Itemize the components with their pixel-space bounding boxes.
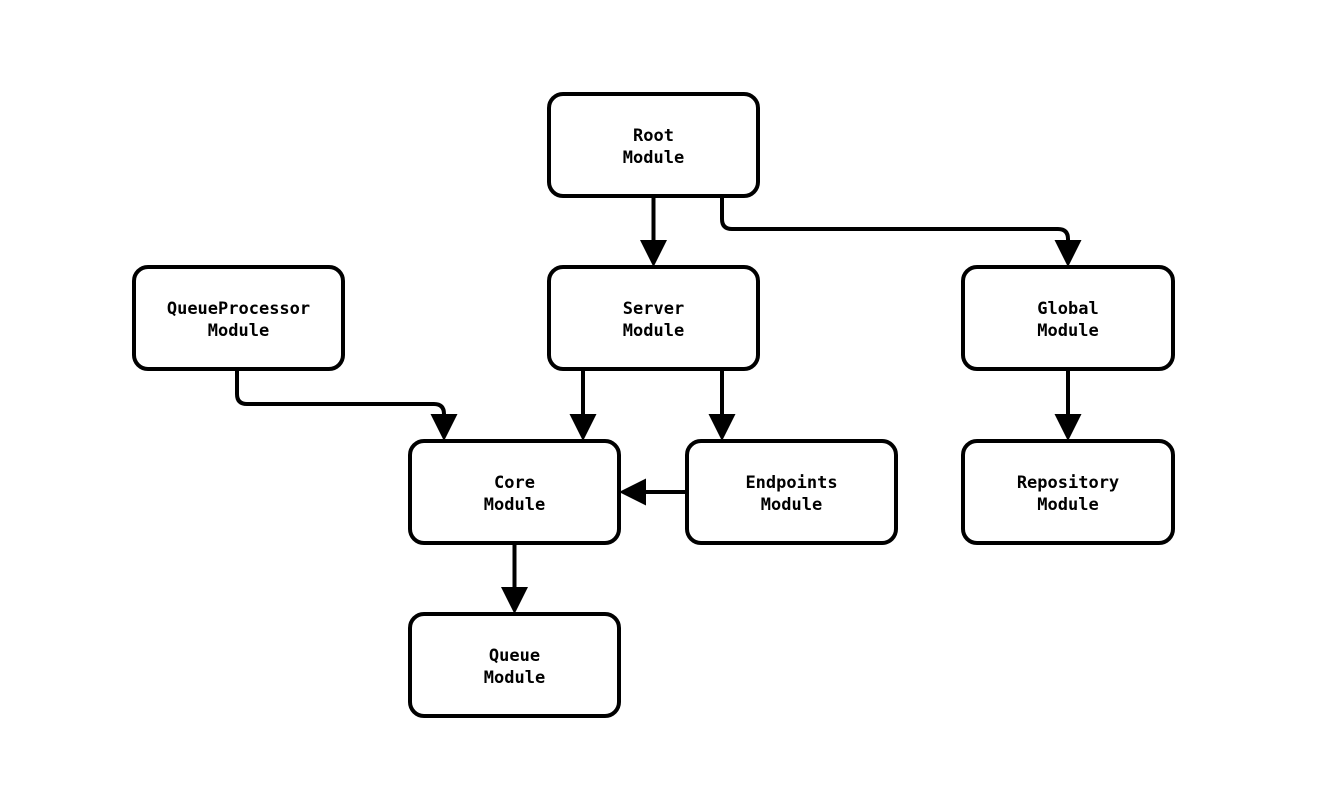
node-root-module-label-line2: Module (623, 148, 684, 168)
edge-core-to-queue (501, 543, 528, 614)
node-repository-module-label-line2: Module (1037, 495, 1098, 515)
node-global-module-label-line2: Module (1037, 321, 1098, 341)
edge-server-to-endpoints (708, 369, 736, 441)
edge-endpoints-to-core (619, 478, 687, 506)
node-queue-module-label-line2: Module (484, 668, 545, 688)
node-root-module-label-line1: Root (633, 126, 674, 146)
node-endpoints-module-label-line2: Module (761, 495, 822, 515)
node-queue-module-label-line1: Queue (489, 646, 540, 666)
node-queue-module-box[interactable] (408, 612, 621, 718)
node-core-module-label-line2: Module (484, 495, 545, 515)
node-endpoints-module-box[interactable] (685, 439, 898, 545)
node-queueprocessor-module-box[interactable] (132, 265, 345, 371)
edge-server-to-core-arrowhead (569, 414, 597, 441)
node-global-module-label-line1: Global (1037, 299, 1098, 319)
edge-queueprocessor-to-core (235, 369, 458, 441)
node-global-module-box[interactable] (961, 265, 1175, 371)
node-server-module[interactable]: Server Module (547, 265, 760, 371)
edge-server-to-core (569, 369, 597, 441)
node-root-module-box[interactable] (547, 92, 760, 198)
edge-queueprocessor-to-core-line (235, 369, 446, 427)
edge-root-to-server (640, 196, 667, 267)
edge-core-to-queue-arrowhead (501, 587, 528, 614)
node-server-module-label-line2: Module (623, 321, 684, 341)
edge-root-to-global (720, 196, 1082, 267)
edge-global-to-repository-arrowhead (1054, 414, 1082, 441)
edge-global-to-repository (1054, 369, 1082, 441)
node-server-module-label-line1: Server (623, 299, 684, 319)
edge-root-to-global-line (720, 196, 1070, 253)
edge-root-to-global-arrowhead (1054, 240, 1082, 267)
edge-endpoints-to-core-arrowhead (619, 478, 646, 506)
edge-root-to-server-arrowhead (640, 240, 667, 267)
node-repository-module-box[interactable] (961, 439, 1175, 545)
node-core-module[interactable]: Core Module (408, 439, 621, 545)
node-core-module-box[interactable] (408, 439, 621, 545)
node-queueprocessor-module[interactable]: QueueProcessor Module (132, 265, 345, 371)
node-global-module[interactable]: Global Module (961, 265, 1175, 371)
edge-layer (235, 196, 1082, 614)
node-repository-module-label-line1: Repository (1017, 473, 1119, 493)
node-root-module[interactable]: Root Module (547, 92, 760, 198)
node-endpoints-module[interactable]: Endpoints Module (685, 439, 898, 545)
node-server-module-box[interactable] (547, 265, 760, 371)
node-layer: Root Module QueueProcessor Module Server… (132, 92, 1175, 718)
node-repository-module[interactable]: Repository Module (961, 439, 1175, 545)
node-queueprocessor-module-label-line2: Module (208, 321, 269, 341)
edge-server-to-endpoints-arrowhead (708, 414, 736, 441)
node-queueprocessor-module-label-line1: QueueProcessor (167, 299, 310, 319)
node-core-module-label-line1: Core (494, 473, 535, 493)
node-queue-module[interactable]: Queue Module (408, 612, 621, 718)
edge-queueprocessor-to-core-arrowhead (430, 414, 458, 441)
node-endpoints-module-label-line1: Endpoints (745, 473, 837, 493)
